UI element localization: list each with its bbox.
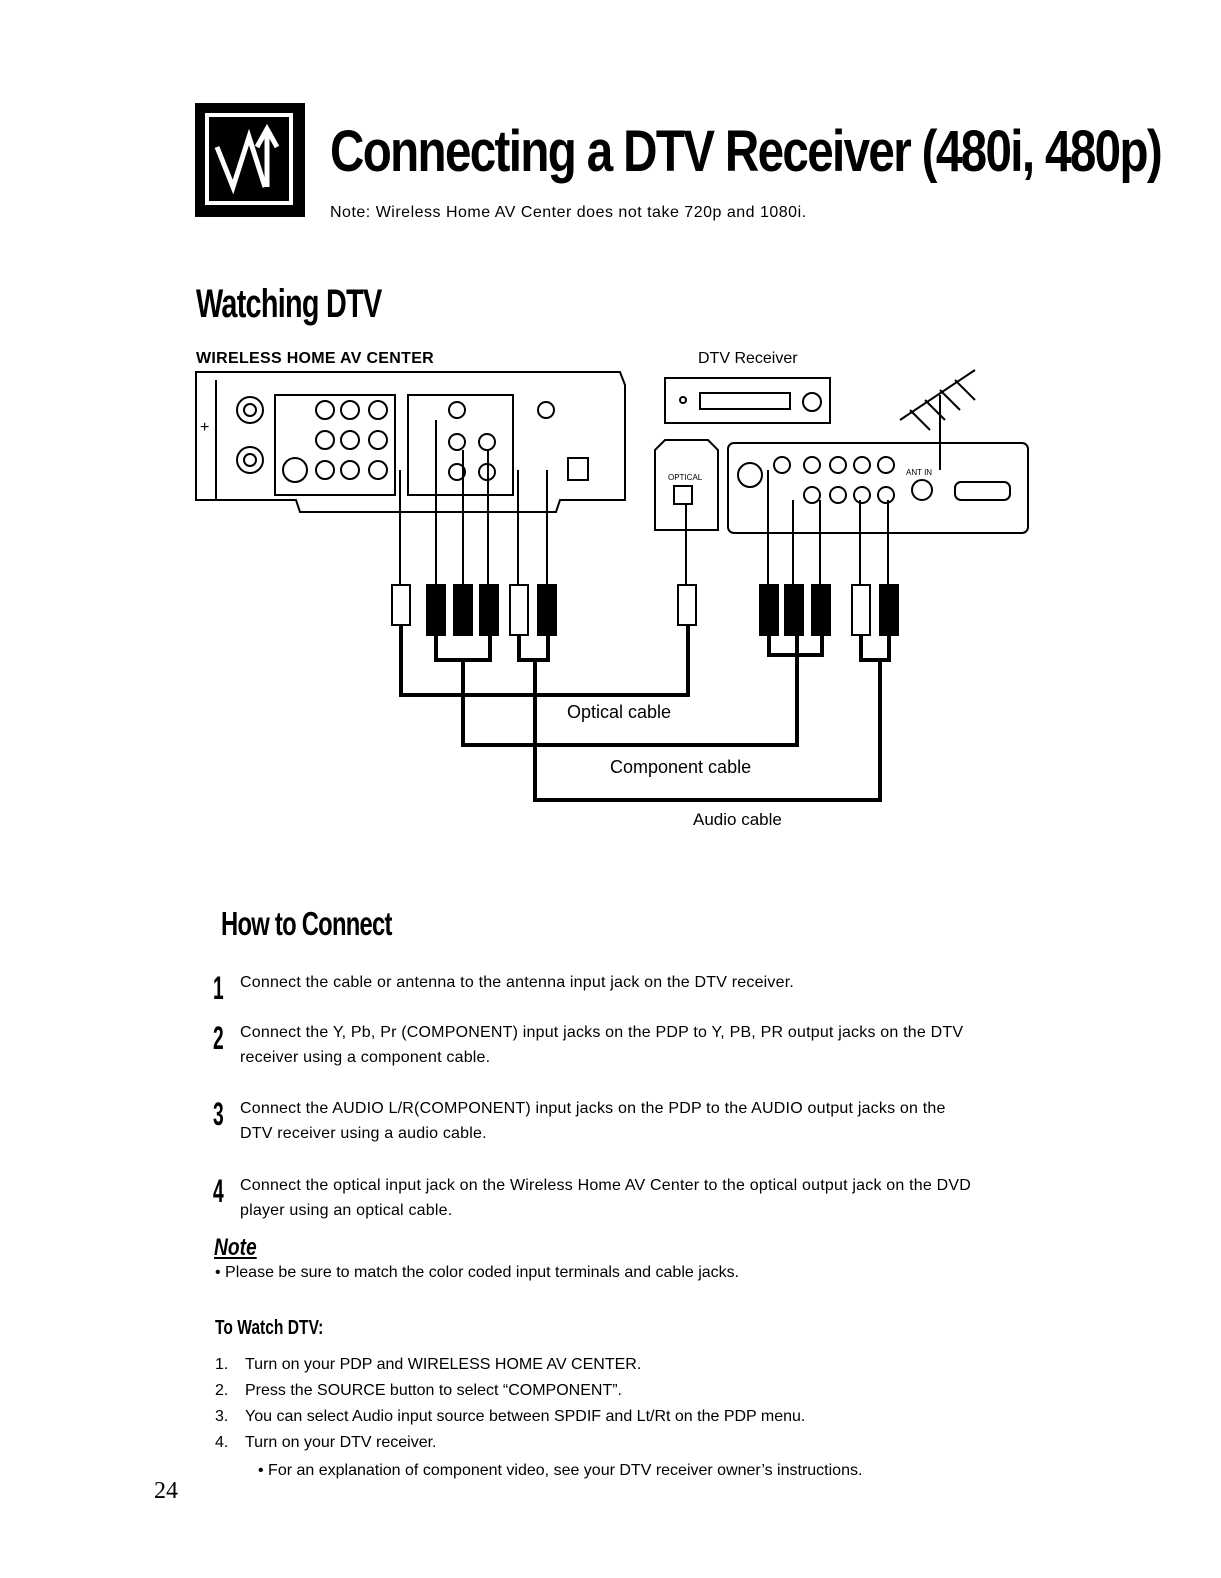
cable-plugs [391, 584, 899, 636]
watch-dtv-heading: To Watch DTV: [215, 1317, 324, 1339]
list-item: 3.You can select Audio input source betw… [215, 1408, 806, 1425]
label-component-cable: Component cable [610, 757, 752, 777]
svg-text:OPTICAL: OPTICAL [668, 473, 703, 482]
label-audio-cable: Audio cable [693, 810, 782, 829]
page-subtitle-note: Note: Wireless Home AV Center does not t… [330, 204, 807, 221]
step-text-4: Connect the optical input jack on the Wi… [240, 1177, 971, 1219]
device-label-wireless-home: WIRELESS HOME AV CENTER [196, 350, 435, 367]
step-text-3: Connect the AUDIO L/R(COMPONENT) input j… [240, 1100, 946, 1142]
list-item: 4.Turn on your DTV receiver. [215, 1434, 437, 1451]
watch-dtv-list: 1.Turn on your PDP and WIRELESS HOME AV … [215, 1352, 805, 1456]
step-text-1: Connect the cable or antenna to the ante… [240, 974, 795, 991]
antenna-icon [899, 369, 976, 470]
step-number-2: 2 [213, 1020, 224, 1056]
step-text-2: Connect the Y, Pb, Pr (COMPONENT) input … [240, 1024, 964, 1066]
note-heading: Note [214, 1234, 257, 1261]
section-heading-how-to-connect: How to Connect [221, 905, 392, 942]
watch-sub-bullet: • For an explanation of component video,… [258, 1462, 863, 1479]
device-label-dtv-receiver: DTV Receiver [698, 350, 798, 367]
section-heading-watching: Watching DTV [196, 282, 382, 326]
page-number: 24 [154, 1478, 178, 1504]
dtv-receiver-box [664, 377, 831, 424]
av-center-panel: + [195, 371, 626, 513]
svg-text:ANT IN: ANT IN [906, 468, 932, 477]
note-text: • Please be sure to match the color code… [215, 1264, 740, 1281]
connection-diagram: + OPTICAL [195, 369, 1029, 802]
step-number-1: 1 [213, 970, 224, 1006]
step-number-4: 4 [213, 1173, 224, 1209]
page-title: Connecting a DTV Receiver (480i, 480p) [330, 119, 1163, 184]
list-item: 2.Press the SOURCE button to select “COM… [215, 1382, 622, 1399]
label-optical-cable: Optical cable [567, 702, 672, 722]
dtv-back-panel: ANT IN [727, 442, 1029, 534]
list-item: 1.Turn on your PDP and WIRELESS HOME AV … [215, 1356, 642, 1373]
section-logo-icon [195, 103, 305, 217]
optical-jack-panel: OPTICAL [654, 439, 719, 531]
svg-text:+: + [200, 419, 209, 436]
step-number-3: 3 [213, 1096, 224, 1132]
